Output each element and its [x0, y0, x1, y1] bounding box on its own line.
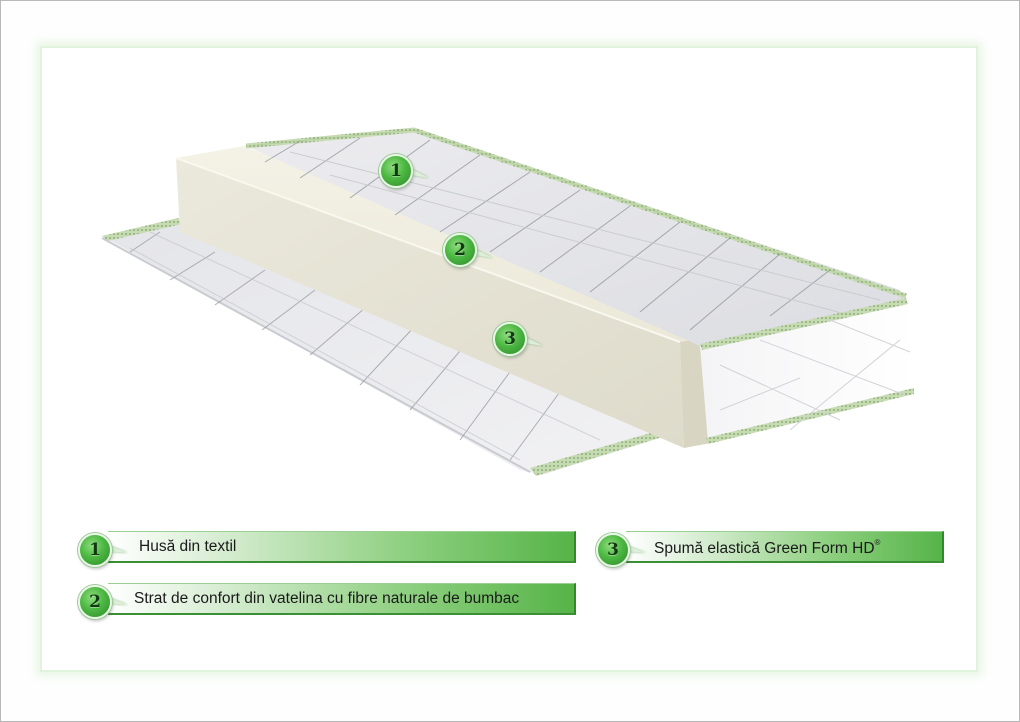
callout-badge-2: 2: [443, 233, 477, 267]
legend-badge-1: 1: [78, 533, 112, 567]
bottom-quilt-layer: [101, 218, 704, 476]
top-quilt-cover: [245, 127, 907, 346]
callout-badge-3: 3: [493, 322, 527, 356]
registered-mark: ®: [874, 538, 881, 547]
legend-label-3: Spumă elastică Green Form HD®: [654, 538, 880, 558]
legend-label-2: Strat de confort din vatelina cu fibre n…: [134, 590, 520, 607]
callout-badge-1: 1: [379, 154, 413, 188]
legend-banner: [108, 583, 576, 615]
legend-banner: [626, 531, 944, 563]
legend-badge-2: 2: [78, 585, 112, 619]
legend-badge-3: 3: [596, 533, 630, 567]
legend-item-3: 3 Spumă elastică Green Form HD®: [596, 531, 946, 567]
legend-item-1: 1 Husă din textil: [78, 531, 578, 567]
legend-label-3-text: Spumă elastică Green Form HD: [654, 540, 875, 557]
mattress-side-panel: [700, 298, 916, 444]
legend-banner: [108, 531, 576, 563]
legend-label-1: Husă din textil: [139, 538, 237, 555]
legend-item-2: 2 Strat de confort din vatelina cu fibre…: [78, 583, 578, 619]
